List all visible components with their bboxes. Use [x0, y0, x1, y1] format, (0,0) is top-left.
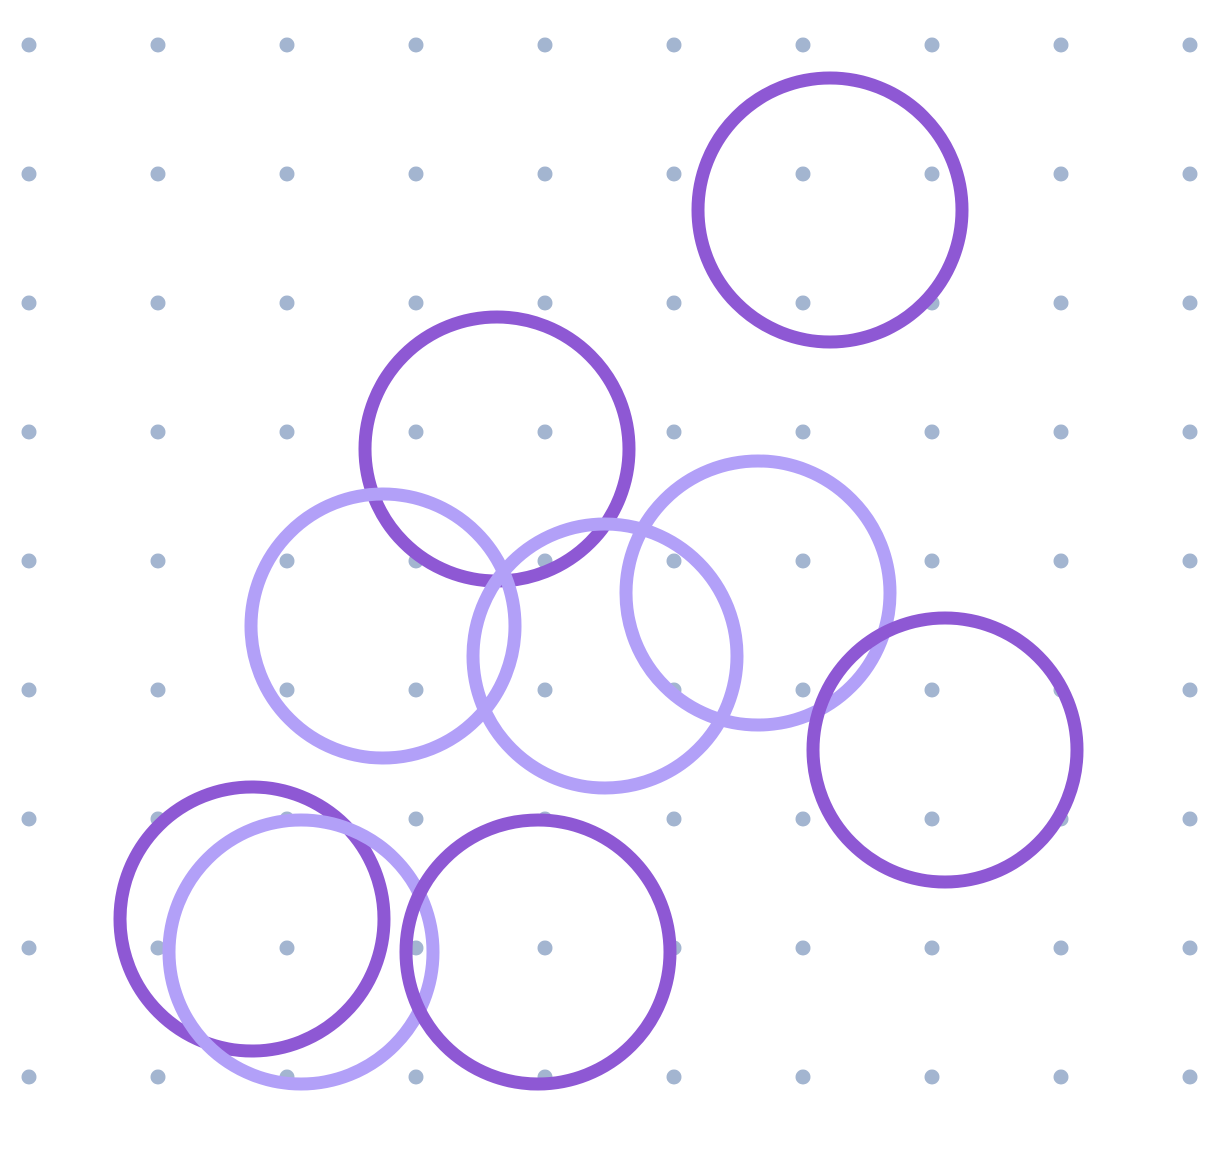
grid-dot	[537, 424, 553, 440]
grid-dot	[408, 37, 424, 53]
grid-dot	[279, 424, 295, 440]
grid-dot	[924, 37, 940, 53]
grid-dot	[537, 682, 553, 698]
grid-dot	[1182, 295, 1198, 311]
ring-light	[619, 454, 897, 732]
grid-dot	[1182, 553, 1198, 569]
grid-dot	[1182, 940, 1198, 956]
grid-dot	[666, 295, 682, 311]
ring-dark	[806, 611, 1084, 889]
grid-dot	[1053, 553, 1069, 569]
grid-dot	[666, 1069, 682, 1085]
grid-dot	[666, 424, 682, 440]
grid-dot	[21, 940, 37, 956]
grid-dot	[150, 424, 166, 440]
grid-dot	[408, 424, 424, 440]
grid-dot	[21, 295, 37, 311]
ring-dark	[113, 780, 391, 1058]
grid-dot	[21, 811, 37, 827]
grid-dot	[279, 166, 295, 182]
grid-dot	[279, 295, 295, 311]
grid-dot	[795, 295, 811, 311]
grid-dot	[795, 424, 811, 440]
grid-dot	[1053, 1069, 1069, 1085]
grid-dot	[795, 682, 811, 698]
grid-dot	[150, 37, 166, 53]
grid-dot	[924, 553, 940, 569]
grid-dot	[21, 166, 37, 182]
grid-dot	[1053, 295, 1069, 311]
grid-dot	[1053, 166, 1069, 182]
grid-dot	[924, 1069, 940, 1085]
grid-dot	[924, 682, 940, 698]
grid-dot	[150, 295, 166, 311]
grid-dot	[1053, 940, 1069, 956]
grid-dot	[1182, 166, 1198, 182]
grid-dot	[21, 682, 37, 698]
ring-light	[162, 813, 440, 1091]
grid-dot	[795, 1069, 811, 1085]
grid-dot	[279, 37, 295, 53]
grid-dot	[1182, 682, 1198, 698]
grid-dot	[21, 1069, 37, 1085]
grid-dot	[1053, 424, 1069, 440]
ring-light	[244, 487, 522, 765]
ring-group	[113, 71, 1084, 1091]
grid-dot	[795, 940, 811, 956]
grid-dot	[666, 37, 682, 53]
grid-dot	[279, 553, 295, 569]
grid-dot	[537, 166, 553, 182]
grid-dot	[795, 37, 811, 53]
grid-dot	[795, 553, 811, 569]
ring-dark	[691, 71, 969, 349]
grid-dot	[666, 553, 682, 569]
grid-dot	[150, 682, 166, 698]
grid-dot	[150, 940, 166, 956]
grid-dot	[408, 295, 424, 311]
grid-dot	[1182, 811, 1198, 827]
ring-dark	[399, 813, 677, 1091]
grid-dot	[21, 424, 37, 440]
grid-dot	[1053, 37, 1069, 53]
grid-dot	[924, 811, 940, 827]
grid-dot	[924, 166, 940, 182]
grid-dot	[150, 553, 166, 569]
grid-dot	[537, 37, 553, 53]
grid-dot	[150, 166, 166, 182]
grid-dot	[666, 811, 682, 827]
grid-dot	[279, 682, 295, 698]
grid-dot	[408, 1069, 424, 1085]
grid-dot	[1182, 1069, 1198, 1085]
grid-dot	[408, 166, 424, 182]
grid-dot	[279, 940, 295, 956]
grid-dot	[924, 424, 940, 440]
grid-dot	[795, 166, 811, 182]
grid-dot	[537, 940, 553, 956]
grid-dot	[150, 1069, 166, 1085]
grid-dot	[21, 553, 37, 569]
grid-dot	[408, 811, 424, 827]
grid-dot	[408, 682, 424, 698]
grid-dot	[795, 811, 811, 827]
grid-dot	[666, 166, 682, 182]
grid-dot	[21, 37, 37, 53]
grid-dot	[1182, 37, 1198, 53]
ring-light	[466, 517, 744, 795]
grid-dot	[537, 295, 553, 311]
grid-dot	[924, 940, 940, 956]
grid-dot	[1182, 424, 1198, 440]
